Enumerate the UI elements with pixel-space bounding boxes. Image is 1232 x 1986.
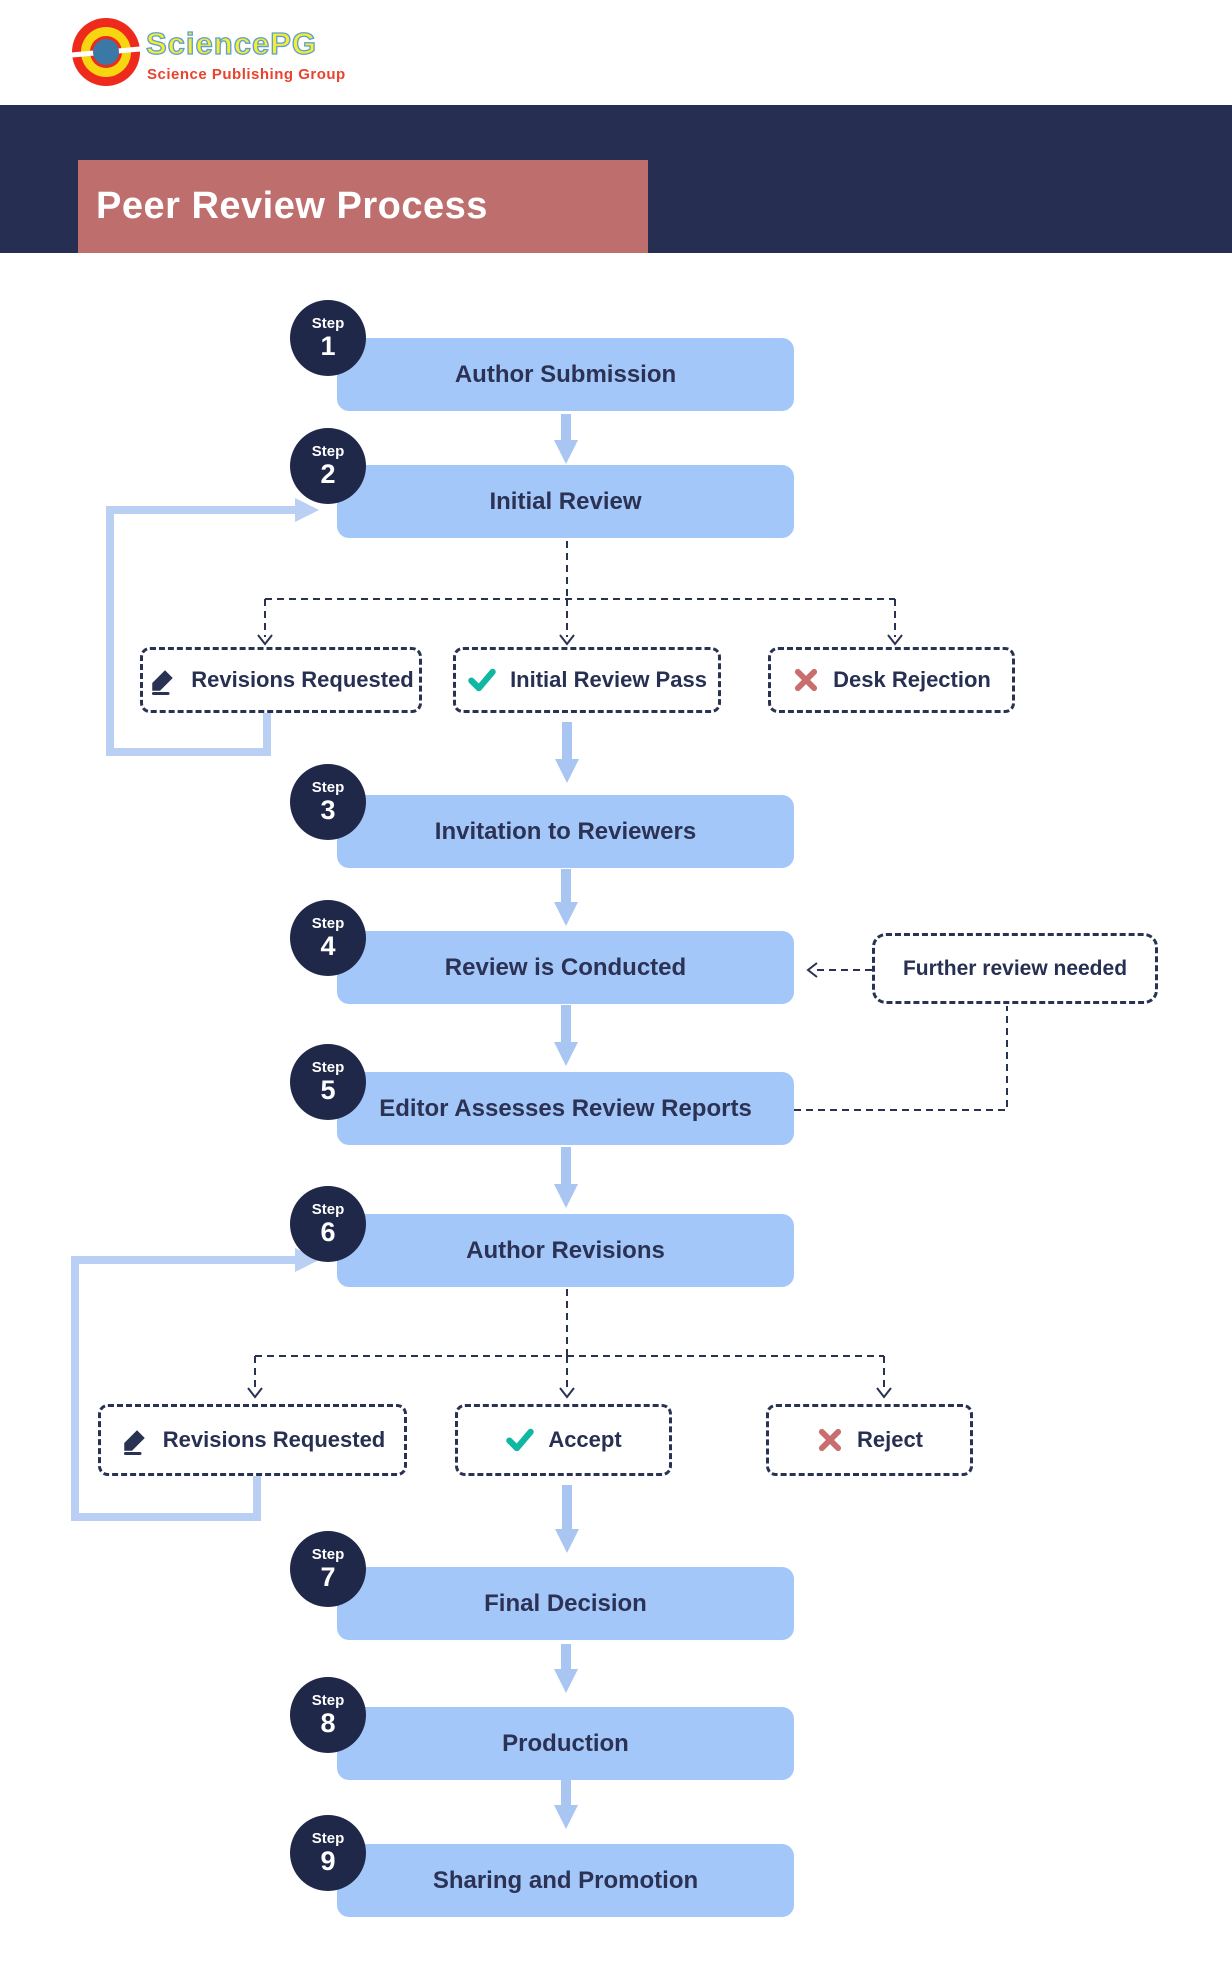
chevron-down-icon xyxy=(559,634,575,646)
option-reject: Reject xyxy=(766,1404,973,1476)
flow-bar-sharing-and-promotion: Sharing and Promotion xyxy=(337,1844,794,1917)
option-revisions-requested-1: Revisions Requested xyxy=(140,647,422,713)
loop-revisions-to-initial-review xyxy=(106,498,319,756)
option-label: Reject xyxy=(856,1427,924,1452)
step-word: Step xyxy=(311,1829,345,1847)
step-number: 8 xyxy=(320,1707,336,1738)
option-accept: Accept xyxy=(455,1404,672,1476)
option-desk-rejection: Desk Rejection xyxy=(768,647,1015,713)
step-word: Step xyxy=(311,1200,345,1218)
step-number: 1 xyxy=(320,330,336,361)
flow-bar-author-revisions: Author Revisions xyxy=(337,1214,794,1287)
option-label: Accept xyxy=(548,1427,622,1452)
step-number: 6 xyxy=(320,1216,336,1247)
step-word: Step xyxy=(311,914,345,932)
step-word: Step xyxy=(311,314,345,332)
flow-bar-initial-review: Initial Review xyxy=(337,465,794,538)
cross-icon xyxy=(816,1426,844,1454)
flow-bar-production: Production xyxy=(337,1707,794,1780)
check-icon xyxy=(467,665,497,695)
step-number: 3 xyxy=(320,794,336,825)
flow-bar-author-submission: Author Submission xyxy=(337,338,794,411)
option-label: Revisions Requested xyxy=(191,667,414,692)
further-review-needed-box: Further review needed xyxy=(872,933,1158,1004)
further-review-label: Further review needed xyxy=(902,956,1128,980)
step-word: Step xyxy=(311,442,345,460)
page-title-box: Peer Review Process xyxy=(78,160,648,253)
step-number: 2 xyxy=(320,458,336,489)
pencil-icon xyxy=(120,1425,150,1455)
chevron-down-icon xyxy=(559,1387,575,1399)
option-label: Initial Review Pass xyxy=(510,667,707,692)
flow-bar-review-is-conducted: Review is Conducted xyxy=(337,931,794,1004)
option-revisions-requested-2: Revisions Requested xyxy=(98,1404,407,1476)
step-number: 5 xyxy=(320,1074,336,1105)
step-word: Step xyxy=(311,1691,345,1709)
flow-bar-invitation-to-reviewers: Invitation to Reviewers xyxy=(337,795,794,868)
chevron-left-icon xyxy=(806,962,818,978)
chevron-down-icon xyxy=(257,634,273,646)
flow-bar-editor-assesses-review-reports: Editor Assesses Review Reports xyxy=(337,1072,794,1145)
step-word: Step xyxy=(311,1545,345,1563)
page-title: Peer Review Process xyxy=(96,185,488,227)
chevron-down-icon xyxy=(887,634,903,646)
option-label: Revisions Requested xyxy=(162,1427,386,1452)
check-icon xyxy=(505,1425,535,1455)
flow-bar-final-decision: Final Decision xyxy=(337,1567,794,1640)
loop-revisions-to-author-revisions xyxy=(71,1248,319,1521)
cross-icon xyxy=(792,666,820,694)
step-number: 7 xyxy=(320,1561,336,1592)
pencil-icon xyxy=(148,665,178,695)
brand-tagline: Science Publishing Group xyxy=(147,66,346,83)
dash-step5-to-further xyxy=(794,1006,1008,1111)
chevron-down-icon xyxy=(247,1387,263,1399)
chevron-down-icon xyxy=(876,1387,892,1399)
sciencepg-logo-icon xyxy=(71,18,141,86)
step-number: 4 xyxy=(320,930,336,961)
brand-name: SciencePG xyxy=(145,25,317,61)
step-word: Step xyxy=(311,778,345,796)
option-label: Desk Rejection xyxy=(833,667,991,692)
option-initial-review-pass: Initial Review Pass xyxy=(453,647,721,713)
step-word: Step xyxy=(311,1058,345,1076)
step-number: 9 xyxy=(320,1845,336,1876)
